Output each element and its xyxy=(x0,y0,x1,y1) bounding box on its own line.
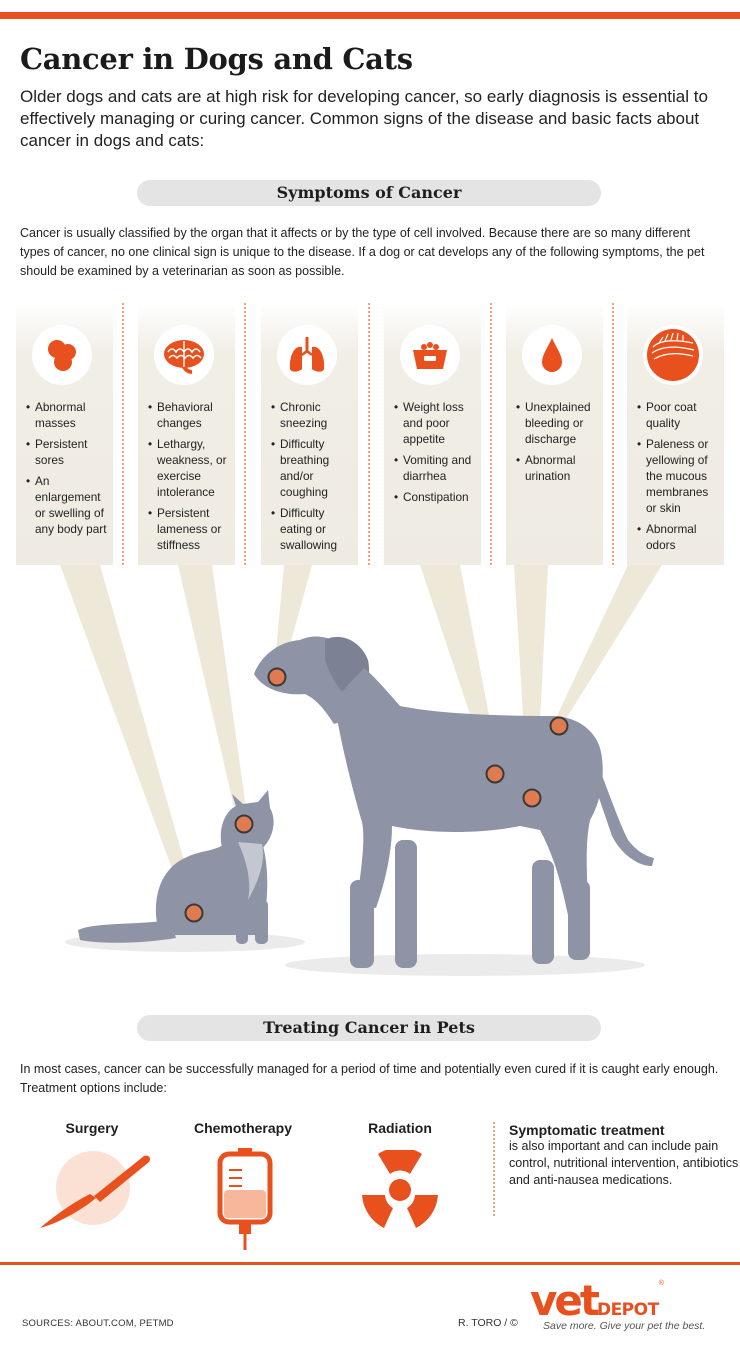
intro-paragraph: Older dogs and cats are at high risk for… xyxy=(20,87,708,150)
scalpel-icon xyxy=(40,1151,151,1228)
surgery-label: Surgery xyxy=(65,1120,119,1136)
pets-illustration xyxy=(60,565,662,976)
coat-fur-icon xyxy=(647,329,699,381)
list-item: Vomiting and diarrhea xyxy=(394,452,478,484)
blood-drop-icon xyxy=(542,338,562,372)
cat-figure xyxy=(78,790,274,944)
symptom-column-6: Poor coat quality Paleness or yellowing … xyxy=(627,303,724,565)
symptom-column-2: Behavioral changes Lethargy, weakness, o… xyxy=(138,303,235,565)
list-item: Difficulty eating or swallowing xyxy=(271,505,355,553)
symptom-column-3: Chronic sneezing Difficulty breathing an… xyxy=(261,303,358,565)
page-title: Cancer in Dogs and Cats xyxy=(20,42,413,76)
cat-chest-fur xyxy=(238,842,264,900)
list-item: Constipation xyxy=(394,489,478,505)
list-item: Weight loss and poor appetite xyxy=(394,399,478,447)
vetdepot-logo: vetDEPOT® xyxy=(530,1280,664,1322)
brain-icon xyxy=(164,340,204,374)
lungs-icon xyxy=(289,337,325,372)
symptom-column-5: Unexplained bleeding or discharge Abnorm… xyxy=(506,303,603,565)
symptom-list-2: Behavioral changes Lethargy, weakness, o… xyxy=(148,399,232,558)
list-item: Persistent lameness or stiffness xyxy=(148,505,232,553)
symptoms-paragraph: Cancer is usually classified by the orga… xyxy=(20,226,705,278)
symptomatic-title: Symptomatic treatment xyxy=(509,1122,665,1138)
radiation-icon xyxy=(362,1150,438,1228)
treating-heading: Treating Cancer in Pets xyxy=(137,1015,601,1041)
list-item: Behavioral changes xyxy=(148,399,232,431)
list-item: Abnormal masses xyxy=(26,399,110,431)
symptom-list-6: Poor coat quality Paleness or yellowing … xyxy=(637,399,721,558)
treating-paragraph: In most cases, cancer can be successfull… xyxy=(20,1062,719,1095)
column-divider xyxy=(612,303,614,565)
top-accent-bar xyxy=(0,12,740,19)
column-divider xyxy=(368,303,370,565)
logo-depot: DEPOT xyxy=(596,1300,659,1320)
chemotherapy-label: Chemotherapy xyxy=(193,1120,293,1136)
dog-shadow xyxy=(285,954,645,976)
symptom-markers xyxy=(184,667,569,923)
list-item: Paleness or yellowing of the mucous memb… xyxy=(637,436,721,516)
symptom-list-4: Weight loss and poor appetite Vomiting a… xyxy=(394,399,478,510)
list-item: Persistent sores xyxy=(26,436,110,468)
food-bowl-icon xyxy=(413,342,447,369)
list-item: Unexplained bleeding or discharge xyxy=(516,399,600,447)
list-item: Abnormal odors xyxy=(637,521,721,553)
dog-figure xyxy=(254,636,654,968)
sources-text: SOURCES: ABOUT.COM, PETMD xyxy=(22,1318,174,1329)
masses-icon xyxy=(48,340,76,371)
list-item: An enlargement or swelling of any body p… xyxy=(26,473,110,537)
symptomatic-body: is also important and can include pain c… xyxy=(509,1139,739,1187)
symptom-list-5: Unexplained bleeding or discharge Abnorm… xyxy=(516,399,600,489)
radiation-label: Radiation xyxy=(368,1120,432,1136)
symptom-column-4: Weight loss and poor appetite Vomiting a… xyxy=(384,303,481,565)
logo-registered: ® xyxy=(658,1280,664,1287)
column-divider xyxy=(122,303,124,565)
pointer-beams xyxy=(60,565,662,912)
symptom-columns: Abnormal masses Persistent sores An enla… xyxy=(0,303,740,565)
bottom-accent-bar xyxy=(0,1262,740,1265)
logo-tagline: Save more. Give your pet the best. xyxy=(543,1320,706,1332)
list-item: Poor coat quality xyxy=(637,399,721,431)
symptomatic-treatment: Symptomatic treatment is also important … xyxy=(493,1122,739,1216)
symptom-list-3: Chronic sneezing Difficulty breathing an… xyxy=(271,399,355,558)
logo-vet: vet xyxy=(530,1276,600,1325)
iv-bag-icon xyxy=(217,1148,273,1250)
column-divider xyxy=(244,303,246,565)
column-divider xyxy=(490,303,492,565)
list-item: Chronic sneezing xyxy=(271,399,355,431)
credit-text: R. TORO / © xyxy=(458,1317,518,1329)
list-item: Abnormal urination xyxy=(516,452,600,484)
list-item: Lethargy, weakness, or exercise intolera… xyxy=(148,436,232,500)
symptom-column-1: Abnormal masses Persistent sores An enla… xyxy=(16,303,113,565)
list-item: Difficulty breathing and/or coughing xyxy=(271,436,355,500)
symptoms-heading: Symptoms of Cancer xyxy=(137,180,601,206)
symptom-list-1: Abnormal masses Persistent sores An enla… xyxy=(26,399,110,542)
